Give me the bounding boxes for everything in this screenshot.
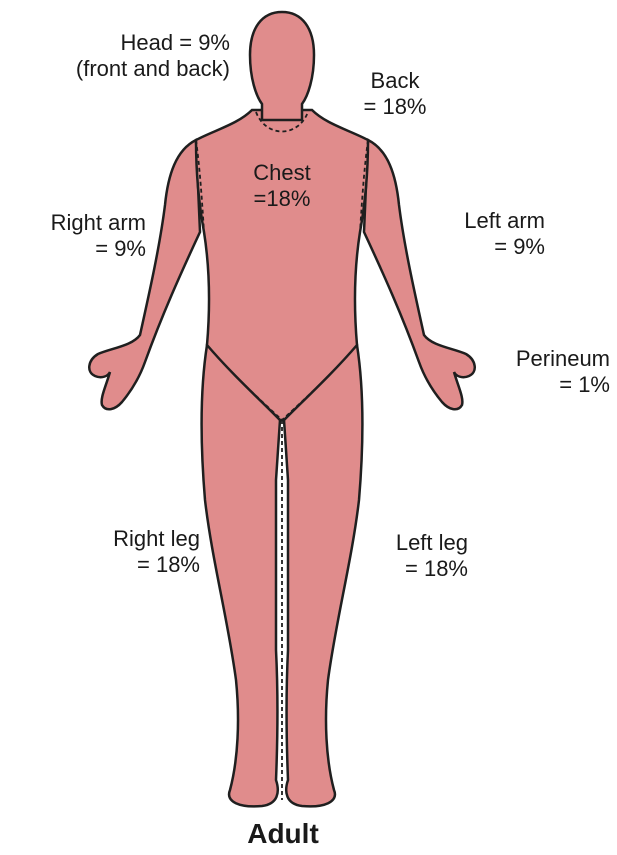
label-right-leg-line1: Right leg [60, 526, 200, 552]
label-chest-line2: =18% [230, 186, 334, 212]
label-perineum: Perineum = 1% [480, 346, 610, 398]
label-head: Head = 9% (front and back) [8, 30, 230, 82]
left-arm-shape [364, 140, 475, 409]
label-right-arm-line1: Right arm [6, 210, 146, 236]
label-left-leg: Left leg = 18% [350, 530, 468, 582]
label-head-line1: Head = 9% [8, 30, 230, 56]
figure-caption: Adult [208, 818, 358, 850]
label-back-line1: Back [350, 68, 440, 94]
label-back-line2: = 18% [350, 94, 440, 120]
label-right-leg-line2: = 18% [60, 552, 200, 578]
label-perineum-line1: Perineum [480, 346, 610, 372]
head-shape [250, 12, 314, 120]
label-right-arm: Right arm = 9% [6, 210, 146, 262]
label-back: Back = 18% [350, 68, 440, 120]
label-left-leg-line2: = 18% [350, 556, 468, 582]
label-head-line2: (front and back) [8, 56, 230, 82]
label-left-arm: Left arm = 9% [420, 208, 545, 260]
label-left-arm-line1: Left arm [420, 208, 545, 234]
label-right-leg: Right leg = 18% [60, 526, 200, 578]
label-left-leg-line1: Left leg [350, 530, 468, 556]
label-chest-line1: Chest [230, 160, 334, 186]
right-leg-shape [201, 345, 280, 806]
label-right-arm-line2: = 9% [6, 236, 146, 262]
right-arm-shape [89, 140, 200, 409]
label-chest: Chest =18% [230, 160, 334, 212]
label-left-arm-line2: = 9% [420, 234, 545, 260]
label-perineum-line2: = 1% [480, 372, 610, 398]
